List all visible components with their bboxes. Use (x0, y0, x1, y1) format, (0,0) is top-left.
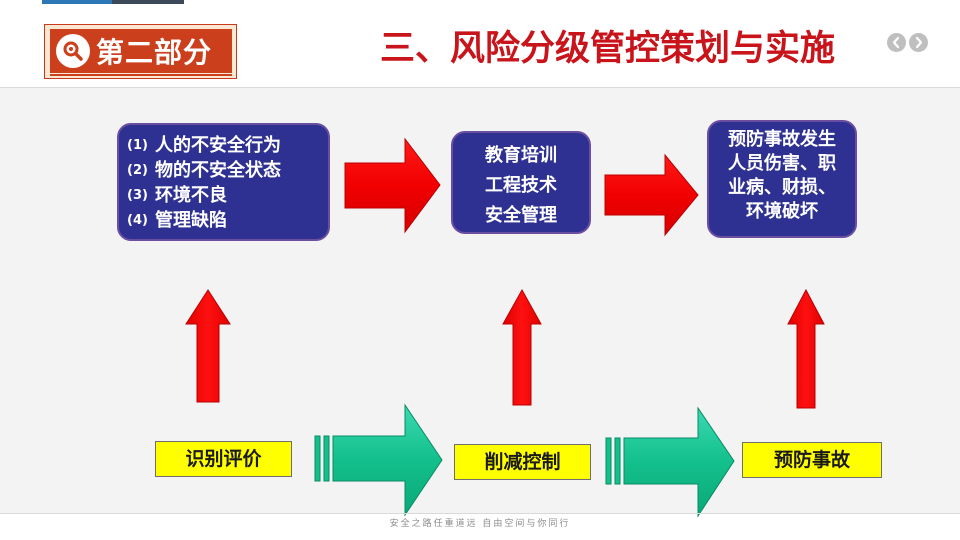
top-accent-strip (42, 0, 184, 4)
page-title: 三、风险分级管控策划与实施 (380, 29, 836, 69)
red-arrow-right-2 (604, 153, 699, 237)
factor-text: 人的不安全行为 (155, 135, 281, 156)
teal-striped-arrow-1 (314, 403, 443, 517)
measure-line: 工程技术 (485, 175, 557, 196)
factor-text: 环境不良 (155, 185, 227, 206)
outcome-line: 人员伤害、职 (728, 153, 836, 174)
chevron-left-icon (892, 36, 900, 49)
factor-item: (3) 环境不良 (127, 183, 328, 208)
measure-line: 教育培训 (485, 145, 557, 166)
accent-bar-dark (112, 0, 184, 4)
factor-item: (1) 人的不安全行为 (127, 133, 328, 158)
red-arrow-right-1 (344, 137, 441, 234)
outcome-line: 业病、财损、 (728, 177, 836, 198)
red-arrow-up-1 (185, 289, 231, 403)
prevented-outcomes-box: 预防事故发生 人员伤害、职 业病、财损、 环境破坏 (707, 120, 857, 238)
teal-striped-arrow-2 (605, 406, 735, 518)
chevron-right-icon (915, 36, 923, 49)
identify-evaluate-box: 识别评价 (155, 441, 292, 477)
prevent-accident-box: 预防事故 (742, 442, 882, 478)
red-arrow-up-3 (787, 288, 825, 409)
outcome-line: 环境破坏 (746, 201, 818, 222)
footer-slogan: 安全之路任重道远 自由空间与你同行 (389, 519, 571, 529)
section-badge-underline (50, 74, 232, 76)
factor-number: (1) (127, 138, 148, 153)
factor-item: (2) 物的不安全状态 (127, 158, 328, 183)
section-badge-fill: 第二部分 (50, 29, 232, 73)
factor-text: 管理缺陷 (155, 210, 227, 231)
outcome-line: 预防事故发生 (728, 129, 836, 150)
section-badge-label: 第二部分 (96, 36, 213, 69)
factor-number: (4) (127, 213, 148, 228)
reduce-control-box: 削减控制 (454, 444, 591, 480)
accent-bar-blue (42, 0, 112, 4)
factor-number: (2) (127, 163, 148, 178)
magnifier-icon (56, 34, 90, 68)
prev-slide-button[interactable] (887, 33, 906, 52)
factor-item: (4) 管理缺陷 (127, 208, 328, 233)
measure-line: 安全管理 (485, 205, 557, 226)
header-divider (0, 87, 960, 88)
control-measures-box: 教育培训 工程技术 安全管理 (451, 131, 591, 234)
next-slide-button[interactable] (909, 33, 928, 52)
factor-text: 物的不安全状态 (155, 160, 281, 181)
factor-number: (3) (127, 188, 148, 203)
red-arrow-up-2 (502, 288, 542, 406)
section-badge: 第二部分 (44, 24, 237, 79)
risk-factors-box: (1) 人的不安全行为 (2) 物的不安全状态 (3) 环境不良 (4) 管理缺… (117, 123, 330, 241)
footer-divider (0, 513, 960, 514)
